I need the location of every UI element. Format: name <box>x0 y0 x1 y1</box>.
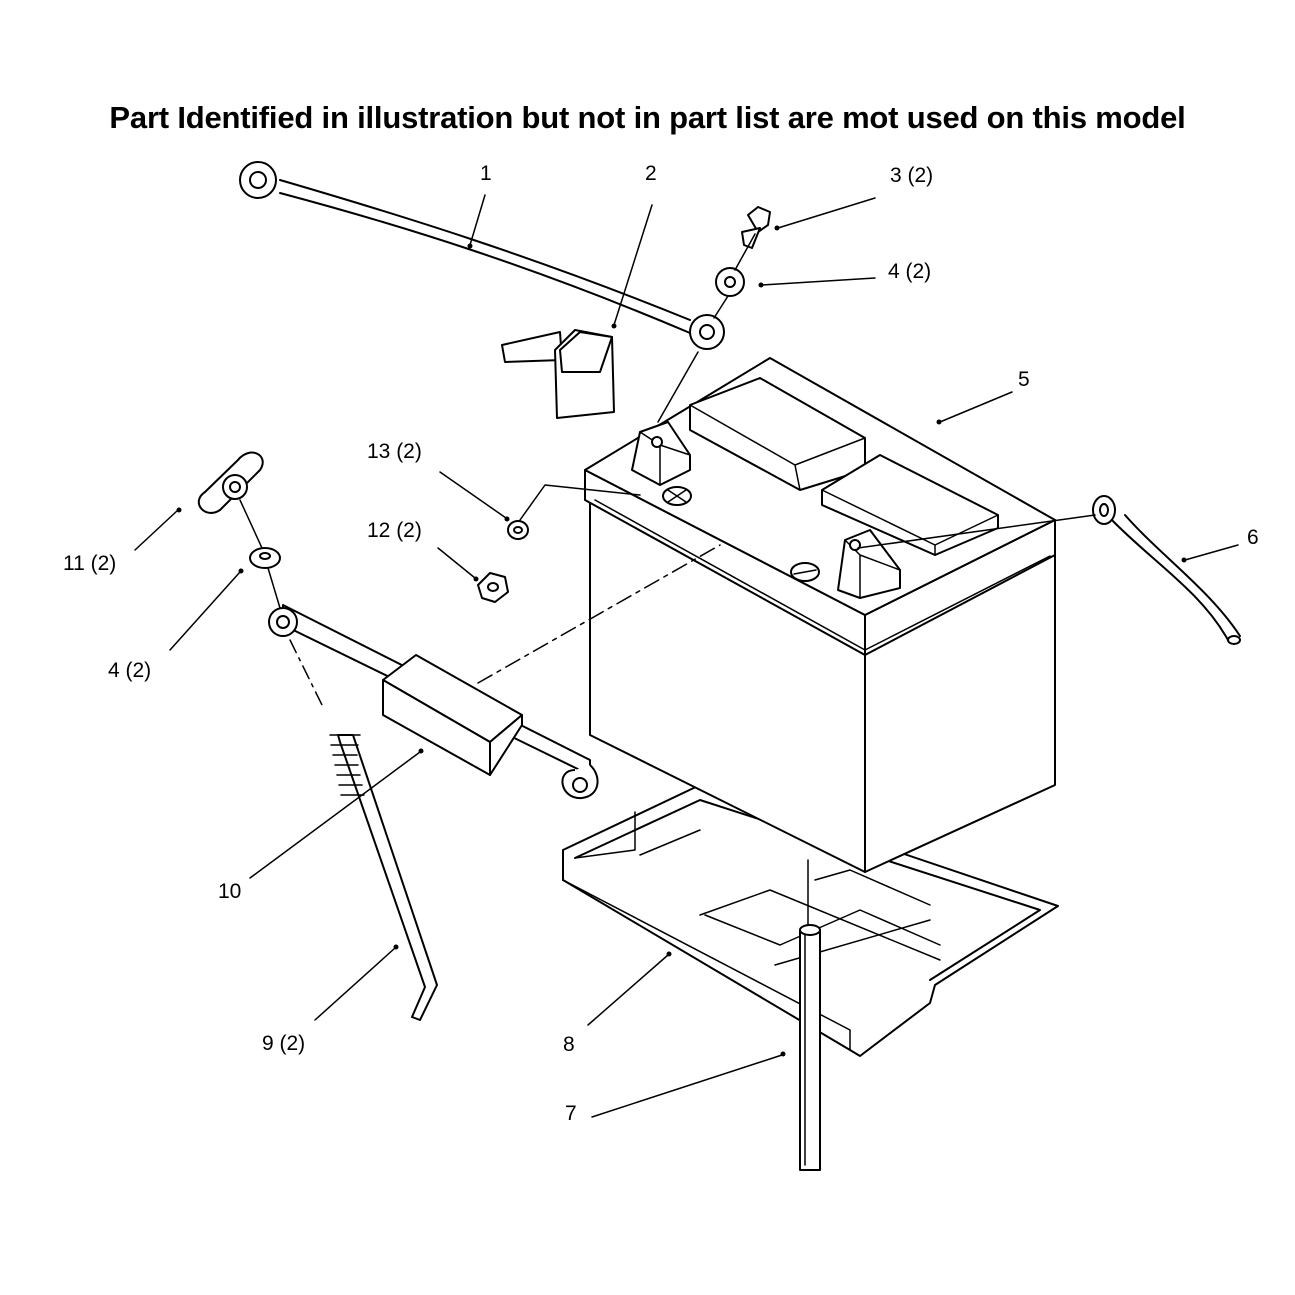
terminal-boot <box>501 329 615 419</box>
hold-down-bracket <box>268 604 599 800</box>
callout-9: 9 (2) <box>262 1032 305 1055</box>
assembly-lines <box>239 233 1096 926</box>
j-bolt <box>329 734 438 1021</box>
tray-mounting-rod <box>799 924 821 1171</box>
terminal-bolt <box>741 206 771 249</box>
ground-cable <box>1092 495 1241 645</box>
callout-11: 11 (2) <box>63 552 116 575</box>
callout-3: 3 (2) <box>890 164 933 187</box>
callout-2: 2 <box>645 162 657 185</box>
callout-7: 7 <box>565 1102 577 1125</box>
battery-cable <box>239 161 725 350</box>
callout-8: 8 <box>563 1033 575 1056</box>
diagram-title: Part Identified in illustration but not … <box>109 100 1186 135</box>
callout-10: 10 <box>218 880 241 903</box>
callout-4-lower: 4 (2) <box>108 659 151 682</box>
callout-4-upper: 4 (2) <box>888 260 931 283</box>
callout-labels: 1 2 3 (2) 4 (2) 5 6 7 8 9 (2) 10 11 (2) … <box>63 162 1259 1125</box>
flat-washers <box>249 267 745 569</box>
callout-1: 1 <box>480 162 492 185</box>
callout-5: 5 <box>1018 368 1030 391</box>
battery <box>584 357 1056 873</box>
leader-lines <box>134 194 1239 1118</box>
callout-12: 12 (2) <box>367 519 422 542</box>
callout-13: 13 (2) <box>367 440 422 463</box>
nut-and-lock-washer <box>477 520 529 603</box>
callout-6: 6 <box>1247 526 1259 549</box>
wing-nut <box>197 451 264 514</box>
